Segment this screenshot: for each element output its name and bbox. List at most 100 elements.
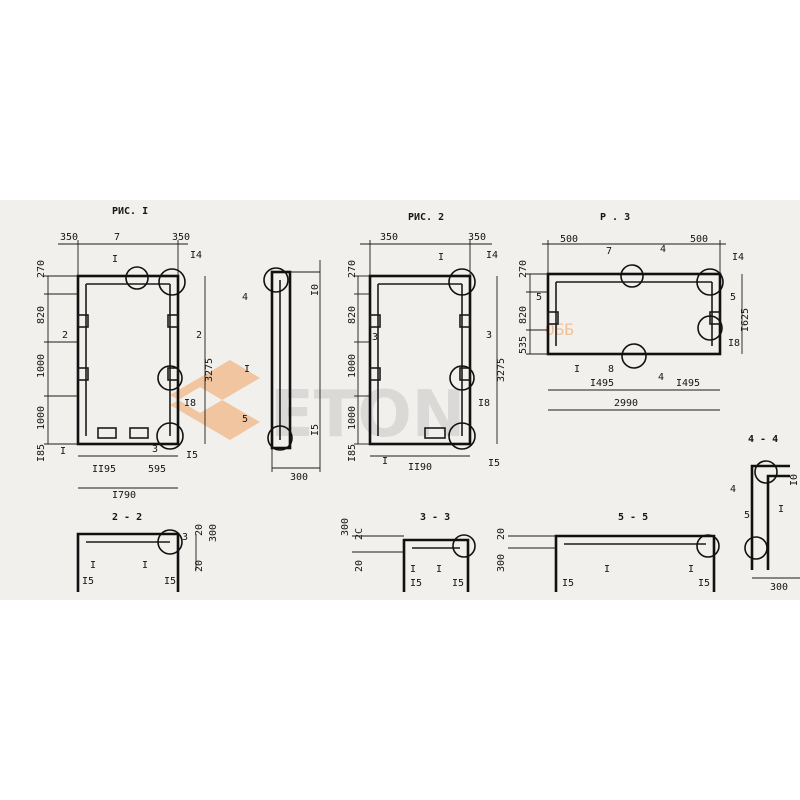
section-4-4: 4 - 4 4 I 5 I0 300 [730, 434, 800, 593]
side-width: 300 [290, 472, 308, 483]
fig1-marker-18: I8 [184, 398, 196, 409]
fig3-dim-left-3: 535 [518, 336, 529, 354]
fig3-marker-4b: 4 [658, 372, 664, 383]
side-label-10: I0 [310, 284, 321, 296]
side-label-15: I5 [310, 424, 321, 436]
fig2-marker-1b: I [382, 456, 388, 467]
fig1-marker-3: 3 [152, 444, 158, 455]
fig3-dim-bottom-3: 2990 [614, 398, 638, 409]
fig3-marker-4a: 4 [660, 244, 666, 255]
fig1-dim-right: 3275 [204, 358, 215, 382]
s33-dim-1: 300 [340, 518, 351, 536]
fig2-marker-15: I5 [488, 458, 500, 469]
fig3-dim-left-1: 270 [518, 260, 529, 278]
fig3-marker-8: 8 [608, 364, 614, 375]
s22-label-15a: I5 [82, 576, 94, 587]
fig1-dim-bottom-2: 595 [148, 464, 166, 475]
fig3-marker-18: I8 [728, 338, 740, 349]
fig2-marker-1: I [438, 252, 444, 263]
s22-dim-1: 20 [194, 524, 205, 536]
fig3-marker-5b: 5 [730, 292, 736, 303]
fig1-marker-14: I4 [190, 250, 202, 261]
fig1-dim-top-left: 350 [60, 232, 78, 243]
side-label-1: I [244, 364, 250, 375]
watermark-small: ОББ [545, 320, 574, 339]
s22-label-1a: I [90, 560, 96, 571]
fig3-dim-right: I625 [740, 308, 751, 332]
fig2-dim-left-2: 820 [347, 306, 358, 324]
s44-label-4: 4 [730, 484, 736, 495]
fig2-dim-left-1: 270 [347, 260, 358, 278]
s22-label-3: 3 [182, 532, 188, 543]
section-5-5: 5 - 5 I I I5 I5 20 300 [496, 512, 720, 592]
drawing-svg: ETON ОББ РИС. I 350 350 270 820 1000 100… [36, 206, 800, 593]
fig3-frame [546, 272, 722, 356]
section-2-2: 2 - 2 I I 3 I5 I5 20 300 20 [76, 512, 219, 592]
fig1-marker-15: I5 [186, 450, 198, 461]
fig2-marker-3a: 3 [372, 332, 378, 343]
side-label-5: 5 [242, 414, 248, 425]
figure-3: Р . 3 500 500 270 820 535 I625 I495 I495… [518, 212, 751, 411]
s22-dim-3: 20 [194, 560, 205, 572]
figure-1: РИС. I 350 350 270 820 1000 1000 I85 327… [36, 206, 215, 501]
fig1-dim-left-4: 1000 [36, 406, 47, 430]
fig1-marker-2a: 2 [62, 330, 68, 341]
s33-dim-3: 20 [354, 560, 365, 572]
fig1-marker-2b: 2 [196, 330, 202, 341]
s55-label-15a: I5 [562, 578, 574, 589]
s22-label-1b: I [142, 560, 148, 571]
fig2-dim-left-4: 1000 [347, 406, 358, 430]
s33-label-15a: I5 [410, 578, 422, 589]
fig3-marker-5a: 5 [536, 292, 542, 303]
fig3-dim-top-left: 500 [560, 234, 578, 245]
s33-label-15b: I5 [452, 578, 464, 589]
section-4-4-title: 4 - 4 [748, 434, 778, 445]
fig3-marker-1: I [574, 364, 580, 375]
figure-2: РИС. 2 350 350 270 820 1000 1000 I85 327… [347, 212, 507, 473]
s55-label-15b: I5 [698, 578, 710, 589]
fig2-marker-18: I8 [478, 398, 490, 409]
watermark-logo [170, 360, 260, 440]
section-2-2-title: 2 - 2 [112, 512, 142, 523]
side-label-4: 4 [242, 292, 248, 303]
s22-dim-2: 300 [208, 524, 219, 542]
fig3-marker-7: 7 [606, 246, 612, 257]
s33-label-1a: I [410, 564, 416, 575]
s22-label-15b: I5 [164, 576, 176, 587]
s44-label-10: I0 [789, 474, 800, 486]
fig1-marker-1a: I [60, 446, 66, 457]
s55-dim-1: 20 [496, 528, 507, 540]
s33-dim-2: 2C [354, 528, 365, 540]
fig2-frame [368, 274, 472, 446]
s55-dim-2: 300 [496, 554, 507, 572]
fig2-dim-left-5: I85 [347, 444, 358, 462]
fig1-dim-bottom-1: II95 [92, 464, 116, 475]
fig1-dim-left-3: 1000 [36, 354, 47, 378]
fig3-dim-bottom-1: I495 [590, 378, 614, 389]
section-5-5-title: 5 - 5 [618, 512, 648, 523]
fig2-marker-14: I4 [486, 250, 498, 261]
fig3-marker-14: I4 [732, 252, 744, 263]
fig3-dim-left-2: 820 [518, 306, 529, 324]
section-3-3-title: 3 - 3 [420, 512, 450, 523]
fig1-dim-left-5: I85 [36, 444, 47, 462]
s33-label-1b: I [436, 564, 442, 575]
fig1-frame [76, 274, 180, 446]
fig2-dim-bottom: II90 [408, 462, 432, 473]
watermark: ETON ОББ [170, 320, 574, 452]
side-view-body [270, 270, 292, 450]
section-3-3: 3 - 3 I I I5 I5 300 2C 20 [340, 512, 476, 592]
fig1-marker-7: 7 [114, 232, 120, 243]
watermark-text: ETON [270, 378, 465, 452]
fig1-dim-bottom-3: I790 [112, 490, 136, 501]
figure-3-title: Р . 3 [600, 212, 630, 223]
s44-label-5: 5 [744, 510, 750, 521]
fig1-dim-top-right: 350 [172, 232, 190, 243]
s44-width: 300 [770, 582, 788, 593]
s55-label-1a: I [604, 564, 610, 575]
fig2-dim-left-3: 1000 [347, 354, 358, 378]
s44-label-1: I [778, 504, 784, 515]
fig1-dim-left-1: 270 [36, 260, 47, 278]
fig2-marker-3b: 3 [486, 330, 492, 341]
drawing-sheet: ETON ОББ РИС. I 350 350 270 820 1000 100… [0, 200, 800, 600]
